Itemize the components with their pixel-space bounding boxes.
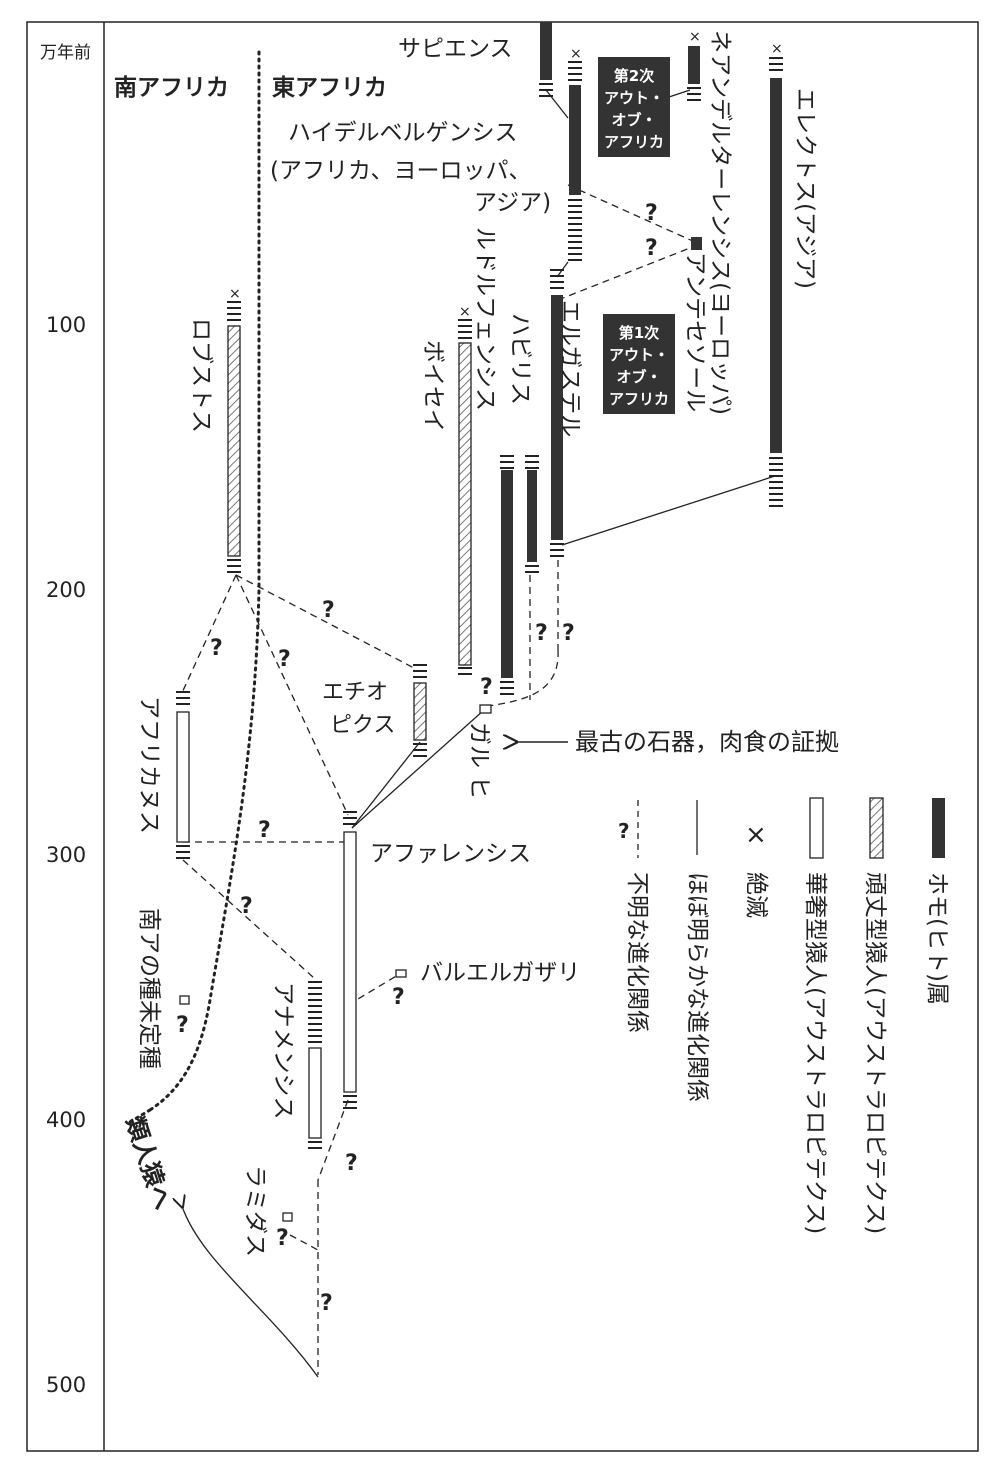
outer-frame bbox=[26, 21, 979, 1452]
extinct-mark-robustus: × bbox=[229, 286, 241, 302]
label-heidelbergensis-2: (アフリカ、ヨーロッパ、 bbox=[270, 158, 532, 184]
label-antecessor: アンテセソール bbox=[682, 252, 708, 412]
label-erectus: エレクトス(アジア) bbox=[792, 88, 818, 289]
label-afarensis: アファレンシス bbox=[370, 841, 531, 867]
svg-text:?: ? bbox=[278, 647, 291, 672]
label-ramidus: ラミダス bbox=[242, 1165, 268, 1257]
svg-text:?: ? bbox=[176, 1013, 189, 1038]
svg-text:?: ? bbox=[535, 621, 548, 646]
legend-robust-swatch bbox=[869, 797, 884, 859]
legend-gracile-swatch bbox=[809, 797, 824, 859]
ooa1-line1: 第1次 bbox=[619, 324, 659, 342]
label-south-unknown: 南アの種未定種 bbox=[136, 908, 162, 1069]
label-sapiens: サピエンス bbox=[398, 36, 513, 62]
question-marks: ? ? ? ? ? ? ? ? ? ? ? ? ? ? ? bbox=[176, 201, 658, 1316]
svg-text:?: ? bbox=[276, 1226, 289, 1251]
legend-gracile-label: 華奢型猿人(アウストラロピテクス) bbox=[802, 872, 828, 1234]
label-robustus: ロブストス bbox=[188, 318, 214, 433]
ooa2-line1: 第2次 bbox=[614, 67, 654, 85]
ooa1-line4: アフリカ bbox=[609, 390, 669, 408]
robust-bars bbox=[227, 325, 472, 741]
tick-100: 100 bbox=[46, 313, 86, 337]
svg-text:?: ? bbox=[345, 1151, 358, 1176]
legend-unclear-label: 不明な進化関係 bbox=[624, 872, 650, 1033]
svg-text:?: ? bbox=[480, 675, 493, 700]
ooa2-line3: オブ・ bbox=[611, 111, 656, 129]
region-divider bbox=[148, 50, 261, 1112]
range-stripes bbox=[176, 57, 783, 1149]
label-anamensis: アナメンシス bbox=[270, 982, 296, 1120]
gracile-bars bbox=[176, 704, 492, 1222]
tick-300: 300 bbox=[46, 843, 86, 867]
legend-unclear-symbol: ? bbox=[618, 819, 630, 843]
svg-text:?: ? bbox=[645, 236, 658, 261]
label-bahrelghazali: バルエルガザリ bbox=[420, 960, 580, 986]
extinct-mark-heidelbergensis: × bbox=[570, 46, 582, 62]
tick-500: 500 bbox=[46, 1373, 86, 1397]
legend-homo-label: ホモ(ヒト)属 bbox=[924, 872, 950, 1005]
legend-extinct-label: 絶滅 bbox=[743, 872, 769, 918]
svg-text:?: ? bbox=[392, 985, 405, 1010]
label-heidelbergensis-3: アジア) bbox=[474, 190, 551, 216]
tick-200: 200 bbox=[46, 578, 86, 602]
svg-text:?: ? bbox=[258, 818, 271, 843]
extinct-mark-erectus: × bbox=[771, 41, 783, 57]
label-garhi-1: ガル bbox=[466, 722, 492, 768]
svg-text:?: ? bbox=[562, 621, 575, 646]
label-heidelbergensis-1: ハイデルベルゲンシス bbox=[288, 120, 518, 146]
label-garhi-2: ヒ bbox=[466, 776, 492, 799]
ooa1-box bbox=[603, 314, 675, 414]
svg-text:?: ? bbox=[322, 598, 335, 623]
ooa1-line3: オブ・ bbox=[616, 368, 661, 386]
tick-400: 400 bbox=[46, 1108, 86, 1132]
ooa1-line2: アウト・ bbox=[609, 346, 669, 364]
uncertain-links bbox=[180, 184, 696, 1375]
svg-text:?: ? bbox=[240, 894, 253, 919]
legend-robust-label: 頑丈型猿人(アウストラロピテクス) bbox=[862, 872, 888, 1234]
ooa2-line4: アフリカ bbox=[604, 133, 664, 151]
axis-unit: 万年前 bbox=[40, 43, 91, 63]
label-habilis: ハビリス bbox=[507, 313, 533, 405]
homo-bars bbox=[501, 22, 782, 678]
svg-text:?: ? bbox=[320, 1291, 333, 1316]
label-rudolfensis: ルドルフェンシス bbox=[472, 227, 498, 411]
ooa2-box bbox=[598, 57, 670, 157]
legend-extinct-symbol: × bbox=[745, 820, 767, 850]
label-to-apes: 類人猿へ bbox=[120, 1113, 176, 1213]
label-aethiopicus-1: エチオ bbox=[322, 680, 388, 705]
extinct-mark-boisei: × bbox=[459, 304, 471, 320]
clear-links bbox=[182, 89, 776, 1378]
annotation-oldest-tools: 最古の石器，肉食の証拠 bbox=[575, 728, 839, 756]
svg-text:?: ? bbox=[645, 201, 658, 226]
label-boisei: ボイセイ bbox=[420, 340, 446, 432]
region-south: 南アフリカ bbox=[114, 75, 229, 101]
legend-homo-swatch bbox=[932, 798, 945, 858]
label-neanderthal: ネアンデルターレンシス(ヨーロッパ) bbox=[707, 30, 733, 415]
extinct-mark-neanderthal: × bbox=[689, 29, 701, 45]
label-africanus: アフリカヌス bbox=[136, 696, 162, 834]
legend-clear-label: ほぼ明らかな進化関係 bbox=[684, 872, 710, 1102]
svg-text:?: ? bbox=[210, 636, 223, 661]
region-east: 東アフリカ bbox=[272, 75, 387, 101]
label-ergaster: エルガステル bbox=[557, 300, 583, 437]
label-aethiopicus-2: ピクス bbox=[330, 713, 395, 738]
legend: × ? ホモ(ヒト)属 頑丈型猿人(アウストラロピテクス) 華奢型猿人(アウスト… bbox=[618, 797, 950, 1234]
ooa2-line2: アウト・ bbox=[604, 89, 664, 107]
